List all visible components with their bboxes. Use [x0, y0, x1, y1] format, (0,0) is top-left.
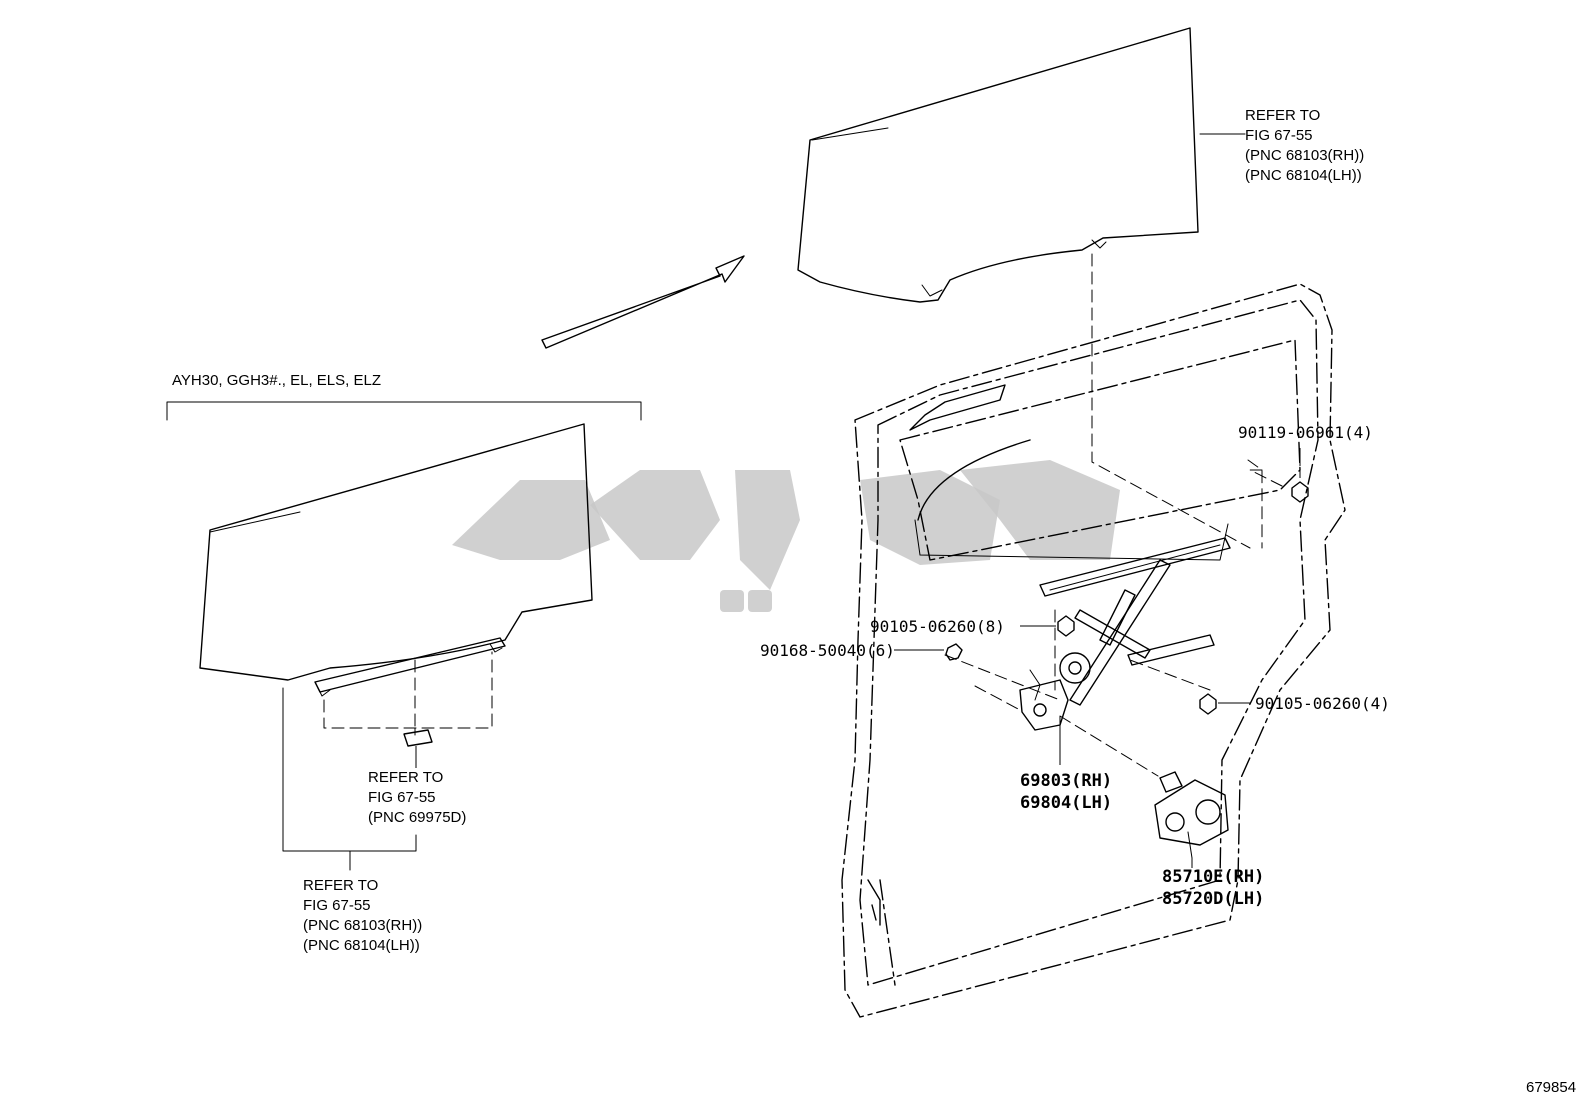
part-label-90119: 90119-06961(4) — [1238, 423, 1373, 442]
ref-line: FIG 67-55 — [303, 897, 371, 914]
bolt-icon — [1199, 693, 1217, 715]
part-label-90105-4: 90105-06260(4) — [1255, 694, 1390, 713]
top-right-reference: REFER TO FIG 67-55 (PNC 68103(RH)) (PNC … — [1245, 107, 1364, 184]
group-bracket — [166, 401, 642, 421]
ref-line: (PNC 68103(RH)) — [1245, 147, 1364, 164]
screw-icon — [945, 643, 963, 661]
window-regulator — [1019, 537, 1231, 731]
window-motor — [1154, 771, 1229, 859]
door-glass-top — [797, 27, 1246, 303]
ref-line: FIG 67-55 — [368, 789, 436, 806]
arrow-icon — [541, 255, 745, 349]
left-channel-reference: REFER TO FIG 67-55 (PNC 69975D) — [368, 769, 466, 826]
part-label-69804: 69804(LH) — [1020, 793, 1112, 813]
bolt-icon — [1057, 615, 1075, 637]
ref-line: REFER TO — [368, 769, 443, 786]
part-label-90168: 90168-50040(6) — [760, 641, 895, 660]
watermark-logo — [452, 460, 1120, 612]
door-panel — [841, 283, 1346, 1018]
part-label-90105-8: 90105-06260(8) — [870, 617, 1005, 636]
ref-line: REFER TO — [1245, 107, 1320, 124]
figure-number: 679854 — [1526, 1079, 1576, 1096]
ref-line: (PNC 68104(LH)) — [1245, 167, 1362, 184]
door-glass-left — [199, 423, 593, 768]
group-label: AYH30, GGH3#., EL, ELS, ELZ — [172, 372, 381, 389]
ref-line: FIG 67-55 — [1245, 127, 1313, 144]
bolt-icon — [1291, 468, 1309, 503]
alignment-lines — [944, 253, 1283, 777]
left-reference-leader — [282, 687, 417, 871]
ref-line: (PNC 69975D) — [368, 809, 466, 826]
ref-line: REFER TO — [303, 877, 378, 894]
part-label-69803: 69803(RH) — [1020, 771, 1112, 791]
leader-lines — [894, 448, 1301, 868]
ref-line: (PNC 68104(LH)) — [303, 937, 420, 954]
part-label-85710E: 85710E(RH) — [1162, 867, 1264, 887]
ref-line: (PNC 68103(RH)) — [303, 917, 422, 934]
part-label-85720D: 85720D(LH) — [1162, 889, 1264, 909]
left-glass-reference: REFER TO FIG 67-55 (PNC 68103(RH)) (PNC … — [303, 877, 422, 954]
